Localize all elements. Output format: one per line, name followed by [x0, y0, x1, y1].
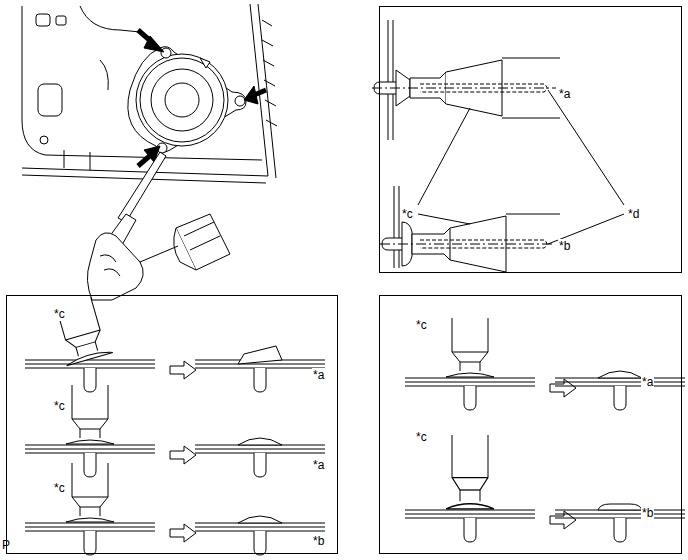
leader-lines — [418, 90, 624, 244]
callout-label: *c — [53, 399, 66, 413]
callout-label: *a — [312, 368, 325, 382]
rivet-row-1 — [25, 296, 325, 392]
rivet-row-4 — [405, 318, 685, 410]
rivet-tool-section-a — [372, 20, 560, 140]
door-illustration — [22, 4, 277, 183]
callout-label: *b — [312, 534, 325, 548]
rivet-gun — [87, 152, 230, 300]
callout-label: *c — [53, 481, 66, 495]
speaker — [128, 47, 246, 153]
callout-label: *a — [641, 375, 654, 389]
figure-code: P — [2, 538, 10, 552]
callout-label: *c — [401, 207, 414, 221]
figure-panel: *c *a *c *a *c *b — [6, 295, 338, 554]
figure-panel: *a *c *d *b — [379, 6, 682, 273]
callout-label: *a — [558, 87, 571, 101]
callout-label: *b — [558, 239, 571, 253]
figure-panel: *c *a *c *b — [379, 295, 682, 554]
pointer-arrows — [138, 30, 266, 166]
callout-label: *a — [312, 458, 325, 472]
callout-label: *c — [415, 318, 428, 332]
rivet-row-5 — [405, 435, 685, 542]
rivet-row-3 — [25, 463, 325, 555]
rivet-tool-section-b — [380, 186, 560, 272]
callout-label: *d — [627, 207, 640, 221]
callout-label: *c — [53, 307, 66, 321]
callout-label: *b — [641, 506, 654, 520]
rivet-row-2 — [25, 385, 325, 477]
callout-label: *c — [415, 430, 428, 444]
